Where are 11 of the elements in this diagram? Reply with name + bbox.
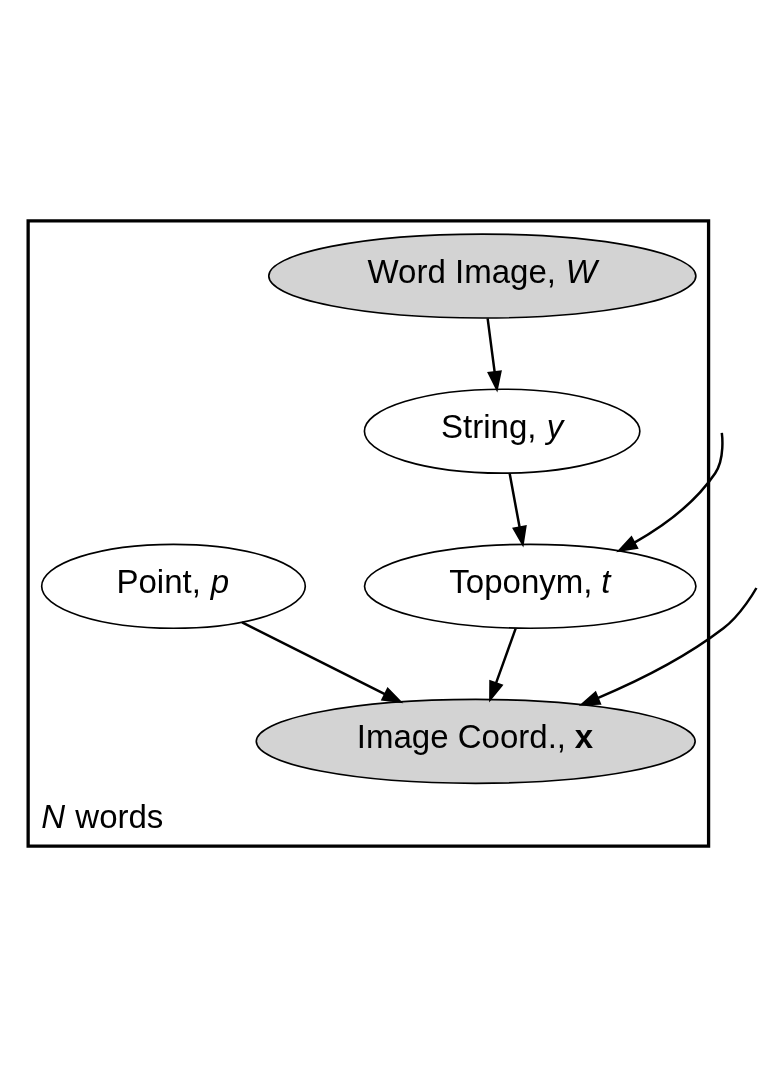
arrow: [616, 432, 724, 552]
node-ellipse: Point, p: [40, 543, 307, 629]
node-ellipse: Toponym, t: [363, 543, 697, 629]
node-ellipse: Word Image, W: [267, 232, 697, 319]
arrow: [508, 472, 527, 548]
arrow: [578, 586, 758, 706]
arrow: [489, 627, 517, 702]
node-ellipse: Image Coord., x: [255, 698, 696, 784]
arrow: [241, 620, 404, 703]
arrow: [486, 317, 502, 392]
node-ellipse: String, y: [363, 387, 641, 474]
